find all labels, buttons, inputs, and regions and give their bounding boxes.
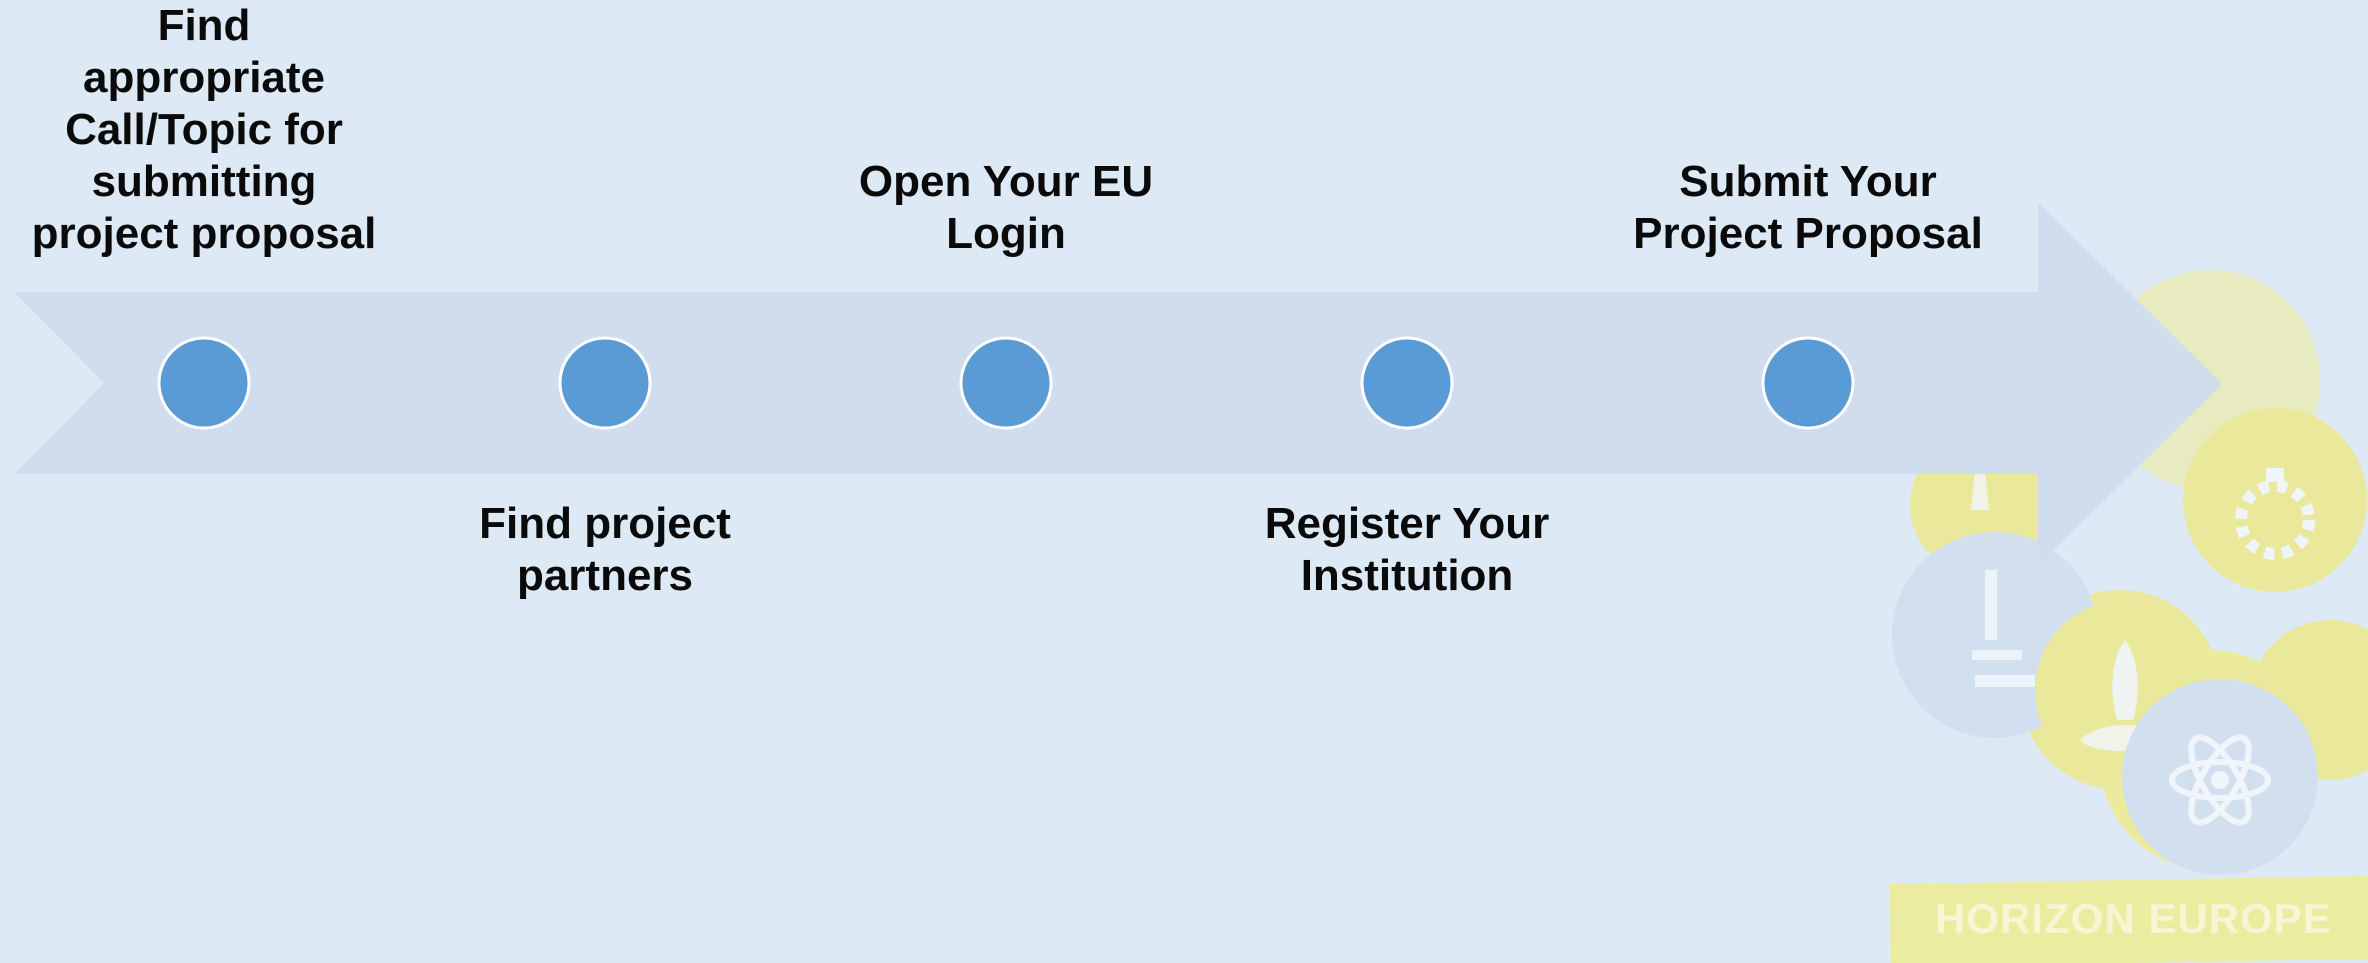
step-5-label: Submit Your Project Proposal — [1633, 157, 1983, 258]
step-4-node — [1360, 336, 1454, 430]
step-4-label: Register Your Institution — [1264, 499, 1550, 600]
step-3-label: Open Your EU Login — [858, 157, 1154, 258]
horizon-europe-banner — [1889, 875, 2368, 963]
step-3-node — [959, 336, 1053, 430]
horizon-europe-logo-text: HORIZON EUROPE — [1935, 895, 2332, 942]
step-5-node — [1761, 336, 1855, 430]
step-2-node — [558, 336, 652, 430]
step-1-node — [157, 336, 251, 430]
step-nodes — [157, 336, 1855, 430]
step-2-label: Find project partners — [479, 499, 731, 600]
step-1-label: Find appropriate Call/Topic for submitti… — [31, 1, 377, 258]
arrow-band — [14, 202, 2222, 566]
gear-icon — [2183, 408, 2367, 592]
